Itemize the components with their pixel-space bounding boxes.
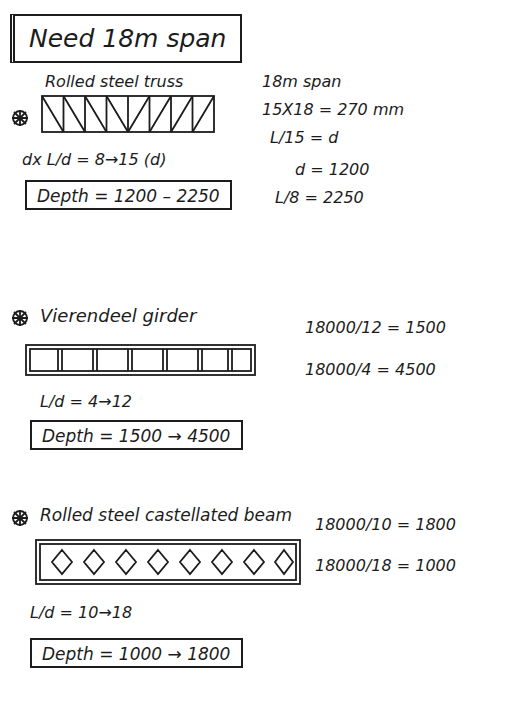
note-text: L/8 = 2250 xyxy=(275,188,364,207)
note-text: Vierendeel girder xyxy=(40,305,196,326)
note-text: L/15 = d xyxy=(270,128,338,147)
depth-box: Depth = 1500 → 4500 xyxy=(30,420,243,450)
castellated-beam-drawing xyxy=(36,540,300,584)
depth-box: Depth = 1000 → 1800 xyxy=(30,638,243,668)
note-text: Rolled steel castellated beam xyxy=(40,505,292,525)
note-text: L/d = 4→12 xyxy=(40,392,132,411)
truss-drawing xyxy=(42,96,214,132)
depth-text: Depth = 1200 – 2250 xyxy=(37,186,220,206)
note-text: 18000/18 = 1000 xyxy=(315,556,456,575)
note-text: 18000/12 = 1500 xyxy=(305,318,446,337)
depth-box: Depth = 1200 – 2250 xyxy=(25,180,232,210)
note-text: d = 1200 xyxy=(295,160,369,179)
note-text: 18000/4 = 4500 xyxy=(305,360,436,379)
title-box: Need 18m span xyxy=(10,14,242,63)
vierendeel-drawing xyxy=(26,345,255,375)
note-text: Rolled steel truss xyxy=(45,72,183,91)
note-text: L/d = 10→18 xyxy=(30,603,132,622)
note-text: dx L/d = 8→15 (d) xyxy=(22,150,166,169)
note-text: 18m span xyxy=(262,72,341,91)
depth-text: Depth = 1000 → 1800 xyxy=(42,644,230,664)
depth-text: Depth = 1500 → 4500 xyxy=(42,426,230,446)
note-text: 15X18 = 270 mm xyxy=(262,100,404,119)
bullet-symbol xyxy=(12,110,28,526)
note-text: 18000/10 = 1800 xyxy=(315,515,456,534)
